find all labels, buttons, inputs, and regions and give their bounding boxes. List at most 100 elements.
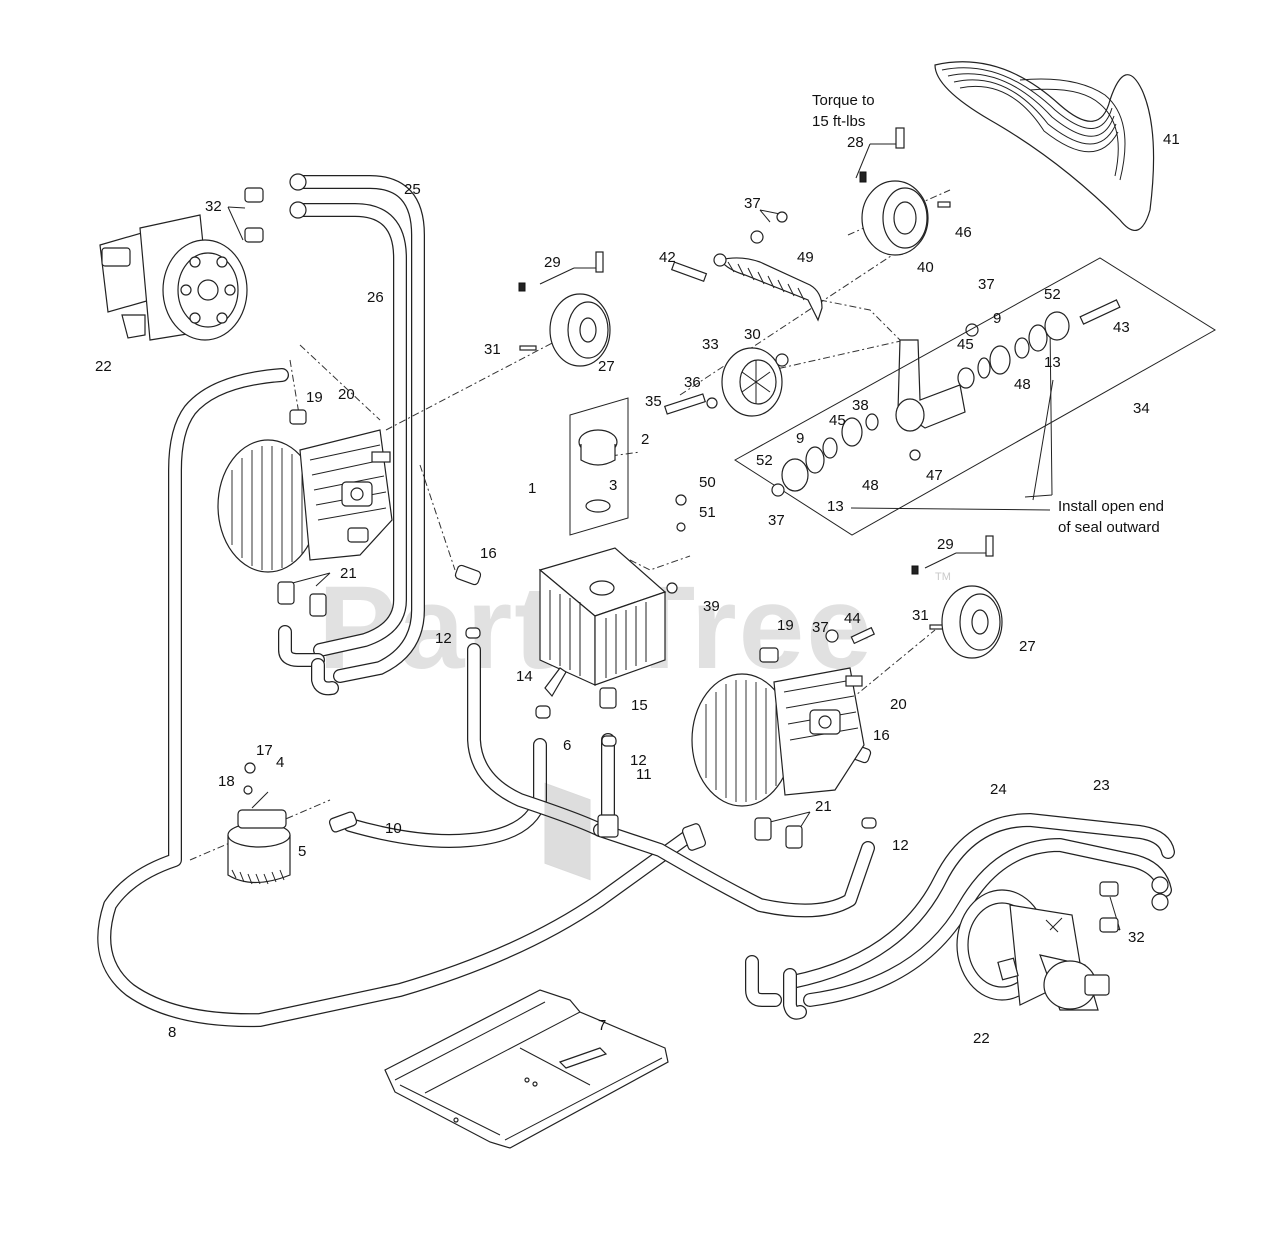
bearing-52-b <box>781 458 809 492</box>
callout-25: 25 <box>404 181 421 198</box>
callout-labels: 41 28 40 46 37 49 42 25 32 26 22 29 27 3… <box>95 131 1180 1047</box>
callout-17: 17 <box>256 742 273 759</box>
fitting-32-a <box>244 187 264 203</box>
callout-40: 40 <box>917 259 934 276</box>
hose-26 <box>291 203 407 657</box>
torque-note-line1: Torque to <box>812 92 875 109</box>
clamp-12-left <box>465 627 481 639</box>
callout-24: 24 <box>990 781 1007 798</box>
oil-reservoir-1 <box>538 397 687 881</box>
bolt-29-upper <box>595 251 604 273</box>
callout-7: 7 <box>598 1017 606 1034</box>
torque-note-line2: 15 ft-lbs <box>812 113 865 130</box>
pulley-40 <box>859 127 951 256</box>
bolt-43 <box>1079 299 1121 325</box>
clamp-12-mid <box>601 735 617 747</box>
idler-pulley-33 <box>663 347 789 417</box>
bearing-stack-right <box>977 299 1121 379</box>
bearing-48-b <box>841 417 863 447</box>
hose-right-return <box>593 823 875 918</box>
nut-37-right <box>825 629 839 643</box>
wheel-motor-22-upper <box>99 214 248 341</box>
seal-note-line2: of seal outward <box>1058 519 1160 536</box>
hose-left-links <box>278 625 339 696</box>
seal-13-a <box>1028 324 1048 352</box>
fitting-15 <box>599 687 617 709</box>
callout-29-upper: 29 <box>544 254 561 271</box>
callout-12-mid: 12 <box>630 752 647 769</box>
idler-arm-34 <box>734 257 1216 536</box>
callout-27-lower: 27 <box>1019 638 1036 655</box>
callout-10: 10 <box>385 820 402 837</box>
callout-11: 11 <box>636 766 652 783</box>
strip-7 <box>558 1047 608 1069</box>
callout-13-right: 13 <box>1044 354 1061 371</box>
mounting-plate <box>384 989 669 1149</box>
callout-12-left: 12 <box>435 630 452 647</box>
fittings <box>244 173 1169 933</box>
callout-45-right: 45 <box>957 336 974 353</box>
fitting-19-left <box>289 409 307 425</box>
spacer-30 <box>775 353 789 367</box>
callout-43: 43 <box>1113 319 1130 336</box>
hose-8 <box>97 368 697 1028</box>
filter-adapter-4 <box>237 809 287 829</box>
callout-9-left: 9 <box>796 430 804 447</box>
callout-42: 42 <box>659 249 676 266</box>
clamp-12-right <box>861 817 877 829</box>
bolt-28-b <box>895 127 905 149</box>
callout-38: 38 <box>852 397 869 414</box>
key-31-upper <box>519 345 537 351</box>
drive-belt-41 <box>934 61 1155 231</box>
callout-32-lower: 32 <box>1128 929 1145 946</box>
washer-18 <box>243 785 253 795</box>
bolt-42 <box>670 261 708 283</box>
wheel-motor-22-lower <box>956 889 1110 1011</box>
callout-46: 46 <box>955 224 972 241</box>
callout-32-upper: 32 <box>205 198 222 215</box>
callout-37-bearing: 37 <box>768 512 785 529</box>
oring-3 <box>585 499 611 513</box>
callout-37-top: 37 <box>744 195 761 212</box>
bearing-52-a <box>1044 311 1070 341</box>
bearing-48-a <box>989 345 1011 375</box>
callout-23: 23 <box>1093 777 1110 794</box>
seal-38 <box>865 413 879 431</box>
callout-41: 41 <box>1163 131 1180 148</box>
fitting-10 <box>328 811 358 833</box>
nut-37-arm <box>965 323 979 337</box>
callout-19-lower: 19 <box>777 617 794 634</box>
pulley-27-upper <box>518 251 611 367</box>
hose-bottom-links <box>745 955 807 1020</box>
callout-3: 3 <box>609 477 617 494</box>
bolt-29-lower <box>985 535 994 557</box>
bearing-stack-left <box>771 413 879 497</box>
bolt-35 <box>663 393 707 415</box>
callout-16-right: 16 <box>873 727 890 744</box>
callout-45-left: 45 <box>829 412 846 429</box>
callout-26: 26 <box>367 289 384 306</box>
callout-37-right: 37 <box>812 619 829 636</box>
nut-37-bearing <box>771 483 785 497</box>
fitting-16-left <box>454 564 482 586</box>
callout-18: 18 <box>218 773 235 790</box>
callout-27-upper: 27 <box>598 358 615 375</box>
fitting-32-c <box>1099 881 1119 897</box>
notes: Torque to 15 ft-lbs Install open end of … <box>812 92 1164 536</box>
callout-36: 36 <box>684 374 701 391</box>
hose-23 <box>803 838 1172 1007</box>
callout-2: 2 <box>641 431 649 448</box>
hose-12-left <box>467 643 607 837</box>
callout-51: 51 <box>699 504 716 521</box>
callout-31-upper: 31 <box>484 341 501 358</box>
callout-47: 47 <box>926 467 943 484</box>
nut-39 <box>666 582 678 594</box>
callout-5: 5 <box>298 843 306 860</box>
hydro-pump-20-lower <box>691 667 865 807</box>
hose-10 <box>343 738 547 848</box>
callout-22-lower: 22 <box>973 1030 990 1047</box>
washer-36 <box>706 397 718 409</box>
callout-12-right: 12 <box>892 837 909 854</box>
callout-52-left: 52 <box>756 452 773 469</box>
fitting-32-b <box>244 227 264 243</box>
